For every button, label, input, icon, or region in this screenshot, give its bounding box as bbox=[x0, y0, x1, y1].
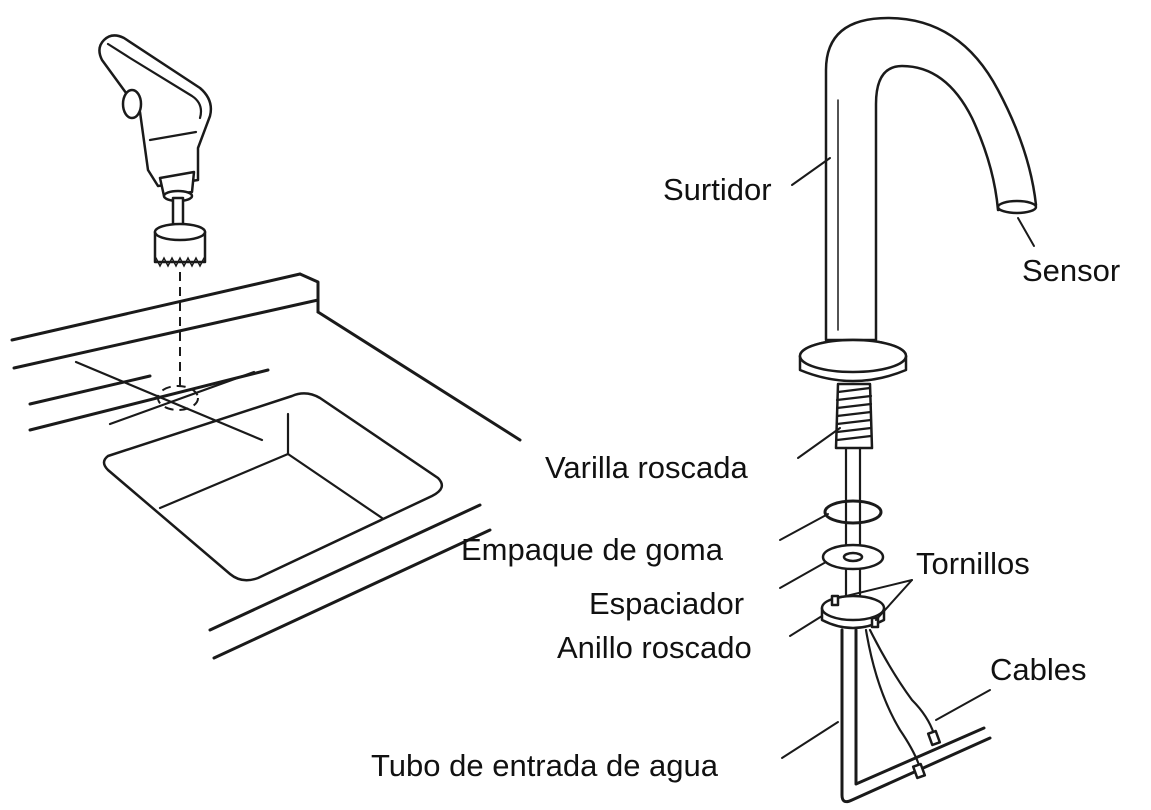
label-spout: Surtidor bbox=[663, 172, 772, 207]
leader-threaded-ring bbox=[789, 615, 823, 637]
leader-rubber-gasket bbox=[779, 513, 829, 541]
leader-threaded-rod bbox=[797, 427, 841, 459]
sensor-faucet-icon bbox=[798, 16, 1038, 804]
countertop-sink-icon bbox=[10, 272, 522, 660]
label-threaded-ring: Anillo roscado bbox=[557, 630, 752, 665]
label-cables: Cables bbox=[990, 652, 1087, 687]
leader-cables bbox=[935, 689, 991, 721]
hole-saw-drill-icon bbox=[98, 34, 213, 392]
label-inlet-tube: Tubo de entrada de agua bbox=[371, 748, 719, 783]
leader-screws-b bbox=[875, 579, 913, 621]
label-rubber-gasket: Empaque de goma bbox=[461, 532, 723, 567]
leader-lines bbox=[779, 157, 1035, 759]
leader-spacer bbox=[779, 561, 827, 589]
leader-sensor bbox=[1017, 217, 1035, 247]
leader-spout bbox=[791, 157, 831, 186]
leader-screws-a bbox=[837, 579, 913, 599]
leader-inlet-tube bbox=[781, 721, 839, 759]
label-spacer: Espaciador bbox=[589, 586, 745, 621]
label-screws: Tornillos bbox=[916, 546, 1030, 581]
label-sensor: Sensor bbox=[1022, 253, 1121, 288]
label-threaded-rod: Varilla roscada bbox=[545, 450, 748, 485]
